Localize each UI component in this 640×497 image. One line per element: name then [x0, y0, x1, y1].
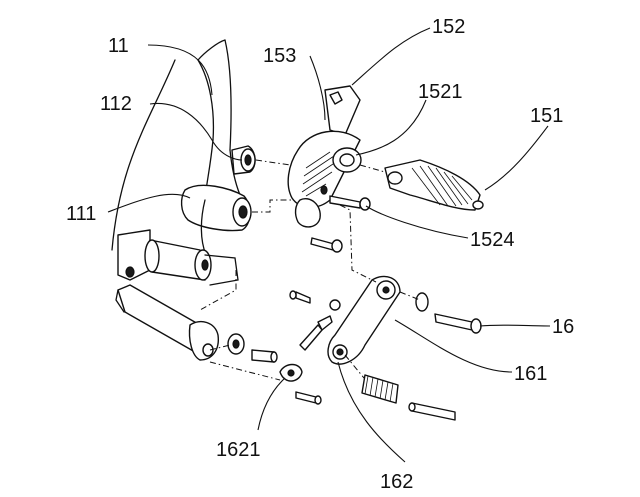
- assembly-axes: [199, 159, 421, 381]
- label-1621: 1621: [216, 439, 261, 461]
- label-161: 161: [514, 363, 547, 385]
- label-112: 112: [100, 93, 132, 115]
- label-151: 151: [530, 105, 563, 127]
- label-153: 153: [263, 45, 296, 67]
- pivot-bolt: [415, 292, 482, 334]
- footrest-bracket: [287, 85, 362, 228]
- label-1521: 1521: [418, 81, 463, 103]
- lever-arm: [327, 275, 401, 365]
- bracket-screw-lower: [310, 237, 343, 253]
- label-111: 111: [66, 203, 96, 225]
- label-11: 11: [108, 35, 129, 57]
- label-152: 152: [432, 16, 465, 38]
- label-16: 16: [552, 316, 574, 338]
- u-link-arm: [115, 284, 278, 363]
- bracket-screw-upper: [329, 195, 371, 211]
- leader-lines: [107, 27, 551, 463]
- lower-mount-boss: [180, 184, 252, 232]
- label-162: 162: [380, 471, 413, 493]
- lower-bracket: [117, 199, 239, 286]
- upper-mount-boss: [231, 145, 256, 175]
- footpeg: [384, 159, 484, 211]
- linkage-rod: [279, 290, 341, 405]
- frame-tube: [111, 39, 241, 251]
- label-1524: 1524: [470, 229, 515, 251]
- reference-labels: 11 112 111 152 153 1521 151 1524 16 161 …: [66, 16, 574, 493]
- shift-peg: [361, 374, 456, 421]
